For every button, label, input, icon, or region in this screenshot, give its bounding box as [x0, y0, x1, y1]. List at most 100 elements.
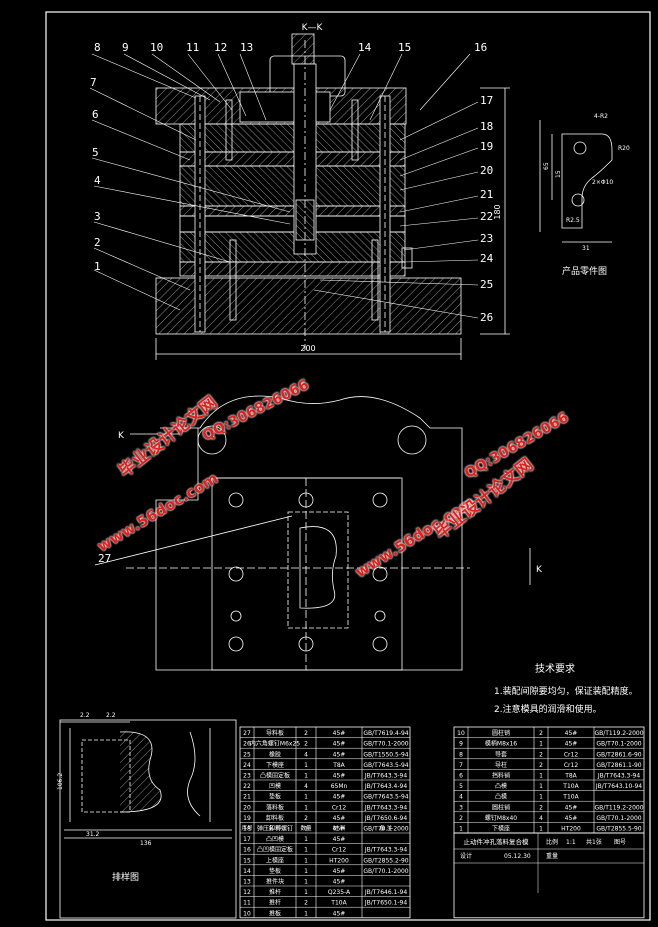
bom-cell: 9	[459, 741, 463, 748]
bom-cell: 10	[243, 910, 251, 917]
bom-cell: 2	[539, 730, 543, 737]
blank-title: 排样图	[112, 871, 139, 883]
part-number: 4	[94, 174, 101, 187]
bom-cell: 45#	[333, 868, 346, 875]
bom-cell: 45#	[333, 879, 346, 886]
title-weight-label: 重量	[546, 852, 558, 860]
bom-cell: 导柱	[495, 761, 507, 769]
bom-cell: GB/T119.2-2000	[594, 730, 643, 737]
bom-cell: 18	[243, 826, 251, 833]
dim-label: R2.5	[566, 217, 580, 224]
part-number: 2	[94, 236, 101, 249]
bom-cell: 落料板	[266, 803, 284, 811]
part-number: 16	[474, 41, 487, 54]
part-number: 24	[480, 252, 494, 265]
section-marker-left: K	[118, 431, 125, 441]
bom-cell: HT200	[561, 826, 581, 833]
bom-cell: JB/T7643.3-94	[364, 773, 408, 780]
bom-cell: T8A	[564, 773, 577, 780]
part-number: 21	[480, 188, 493, 201]
bom-cell: GB/T7619.4-94	[363, 730, 408, 737]
bom-header: 数量	[300, 824, 312, 832]
bom-cell: 垫板	[269, 867, 281, 875]
bom-cell: 45#	[333, 773, 346, 780]
title-sheet: 共1张	[586, 838, 602, 846]
title-block-name: 止动件冲孔落料复合模	[464, 837, 530, 846]
bom-cell: 45#	[565, 804, 578, 811]
bom-cell: 凸模	[495, 793, 507, 801]
bom-cell: 45#	[333, 730, 346, 737]
bom-cell: 2	[539, 751, 543, 758]
bom-cell: 6	[459, 773, 463, 780]
section-label: K—K	[302, 23, 324, 33]
bom-cell: HT200	[329, 857, 349, 864]
bom-cell: GB/T7643.5-94	[363, 762, 408, 769]
bom-cell: 推件块	[266, 878, 284, 886]
bom-cell: 45#	[565, 730, 578, 737]
bom-cell: 22	[243, 783, 251, 790]
bom-cell: 推杆	[269, 888, 281, 896]
bom-cell: 推杆	[269, 899, 281, 907]
bom-cell: 7	[459, 762, 463, 769]
title-drawn-label: 设计	[460, 852, 472, 860]
bom-cell: 1	[539, 826, 543, 833]
bom-cell: JB/T7643.3-94	[597, 773, 641, 780]
bom-cell: 挡料销	[492, 772, 510, 780]
tech-req-item: 1.装配间隙要均匀，保证装配精度。	[494, 685, 638, 697]
bom-cell: 1	[304, 868, 308, 875]
product-part-view	[539, 120, 613, 243]
bom-cell: 2	[459, 815, 463, 822]
bom-cell: 25	[243, 751, 251, 758]
bom-cell: 上模座	[266, 856, 284, 864]
bom-cell: 21	[243, 794, 251, 801]
bom-cell: 1	[304, 847, 308, 854]
bom-cell: JB/T7643.4-94	[364, 783, 408, 790]
bom-cell: 23	[243, 773, 251, 780]
bom-cell: 下模座	[492, 825, 510, 833]
bom-cell: 螺钉M8x40	[485, 814, 517, 822]
dim-label: R20	[618, 145, 630, 152]
bom-cell: 45#	[333, 751, 346, 758]
part-number: 3	[94, 210, 101, 223]
drawing-border	[45, 11, 651, 921]
bom-cell: JB/T7643.10-94	[595, 783, 642, 790]
dim-label: 2.2	[106, 712, 116, 719]
bom-cell: GB/T1550.5-94	[363, 751, 408, 758]
part-numbers-left: 8 9 10 11 12 13 7 6 5 4 3 2 1	[90, 41, 253, 273]
product-title: 产品零件图	[562, 265, 607, 277]
bom-cell: 11	[243, 900, 251, 907]
bom-cell: 圆柱销	[492, 729, 510, 737]
bom-cell: GB/T2855.2-90	[363, 857, 408, 864]
bom-cell: 1	[304, 889, 308, 896]
leaders-left	[89, 53, 291, 311]
bom-cell: 2	[539, 762, 543, 769]
part-number: 5	[92, 146, 99, 159]
bom-cell: 15	[243, 857, 251, 864]
product-dims: 4-R2 R20 65 15 2×Φ10 R2.5 31	[543, 113, 630, 252]
bom-cell: GB/T70.1-2000	[596, 815, 641, 822]
dim-overall-width: 200	[300, 344, 315, 353]
bom-cell: JB/T7650.1-94	[364, 900, 408, 907]
bom-cell: 16	[243, 847, 251, 854]
part-number: 13	[240, 41, 253, 54]
bom-cell: 45#	[333, 836, 346, 843]
bom-cell: 1	[304, 910, 308, 917]
bom-cell: JB/T7643.3-94	[364, 847, 408, 854]
title-scale: 1:1	[566, 839, 576, 846]
bom-header: 备 注	[380, 824, 393, 832]
bom-cell: Q235-A	[328, 889, 351, 896]
bom-cell: 4	[304, 783, 308, 790]
dim-label: 31.2	[86, 831, 100, 838]
bom-cell: 14	[243, 868, 251, 875]
title-block	[453, 832, 645, 919]
bom-cell: 45#	[333, 815, 346, 822]
bom-cell: 27	[243, 730, 251, 737]
bom-cell: 1	[459, 826, 463, 833]
part-number: 23	[480, 232, 493, 245]
bom-cell: 45#	[333, 910, 346, 917]
bom-cell: 45#	[333, 741, 346, 748]
bom-cell: 45#	[333, 794, 346, 801]
part-number: 11	[186, 41, 199, 54]
bom-cell: GB/T70.1-2000	[363, 826, 408, 833]
bom-cell: 1	[304, 879, 308, 886]
